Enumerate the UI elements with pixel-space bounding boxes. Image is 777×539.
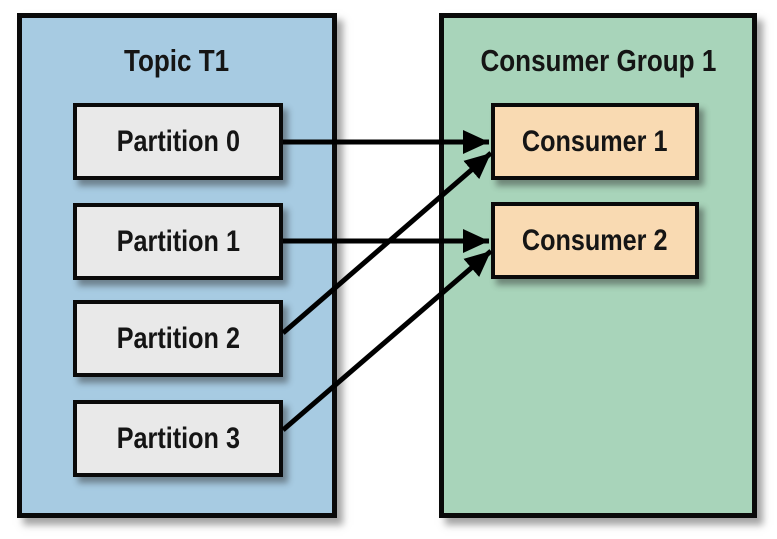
consumer-1-label: Consumer 1 — [522, 124, 668, 158]
partition-2-node: Partition 2 — [73, 300, 283, 377]
partition-1-node: Partition 1 — [73, 203, 283, 280]
consumer-2-label: Consumer 2 — [522, 223, 668, 257]
partition-3-label: Partition 3 — [116, 421, 240, 455]
partition-0-node: Partition 0 — [73, 103, 283, 180]
partition-3-node: Partition 3 — [73, 400, 283, 477]
consumer-2-node: Consumer 2 — [491, 202, 699, 279]
partition-1-label: Partition 1 — [116, 224, 240, 258]
partition-2-label: Partition 2 — [116, 321, 240, 355]
topic-title: Topic T1 — [22, 45, 332, 76]
consumer-1-node: Consumer 1 — [491, 103, 699, 180]
consumer-group-title-text: Consumer Group 1 — [480, 43, 716, 78]
consumer-group-title: Consumer Group 1 — [444, 45, 752, 76]
topic-title-text: Topic T1 — [124, 43, 230, 78]
partition-0-label: Partition 0 — [116, 124, 240, 158]
